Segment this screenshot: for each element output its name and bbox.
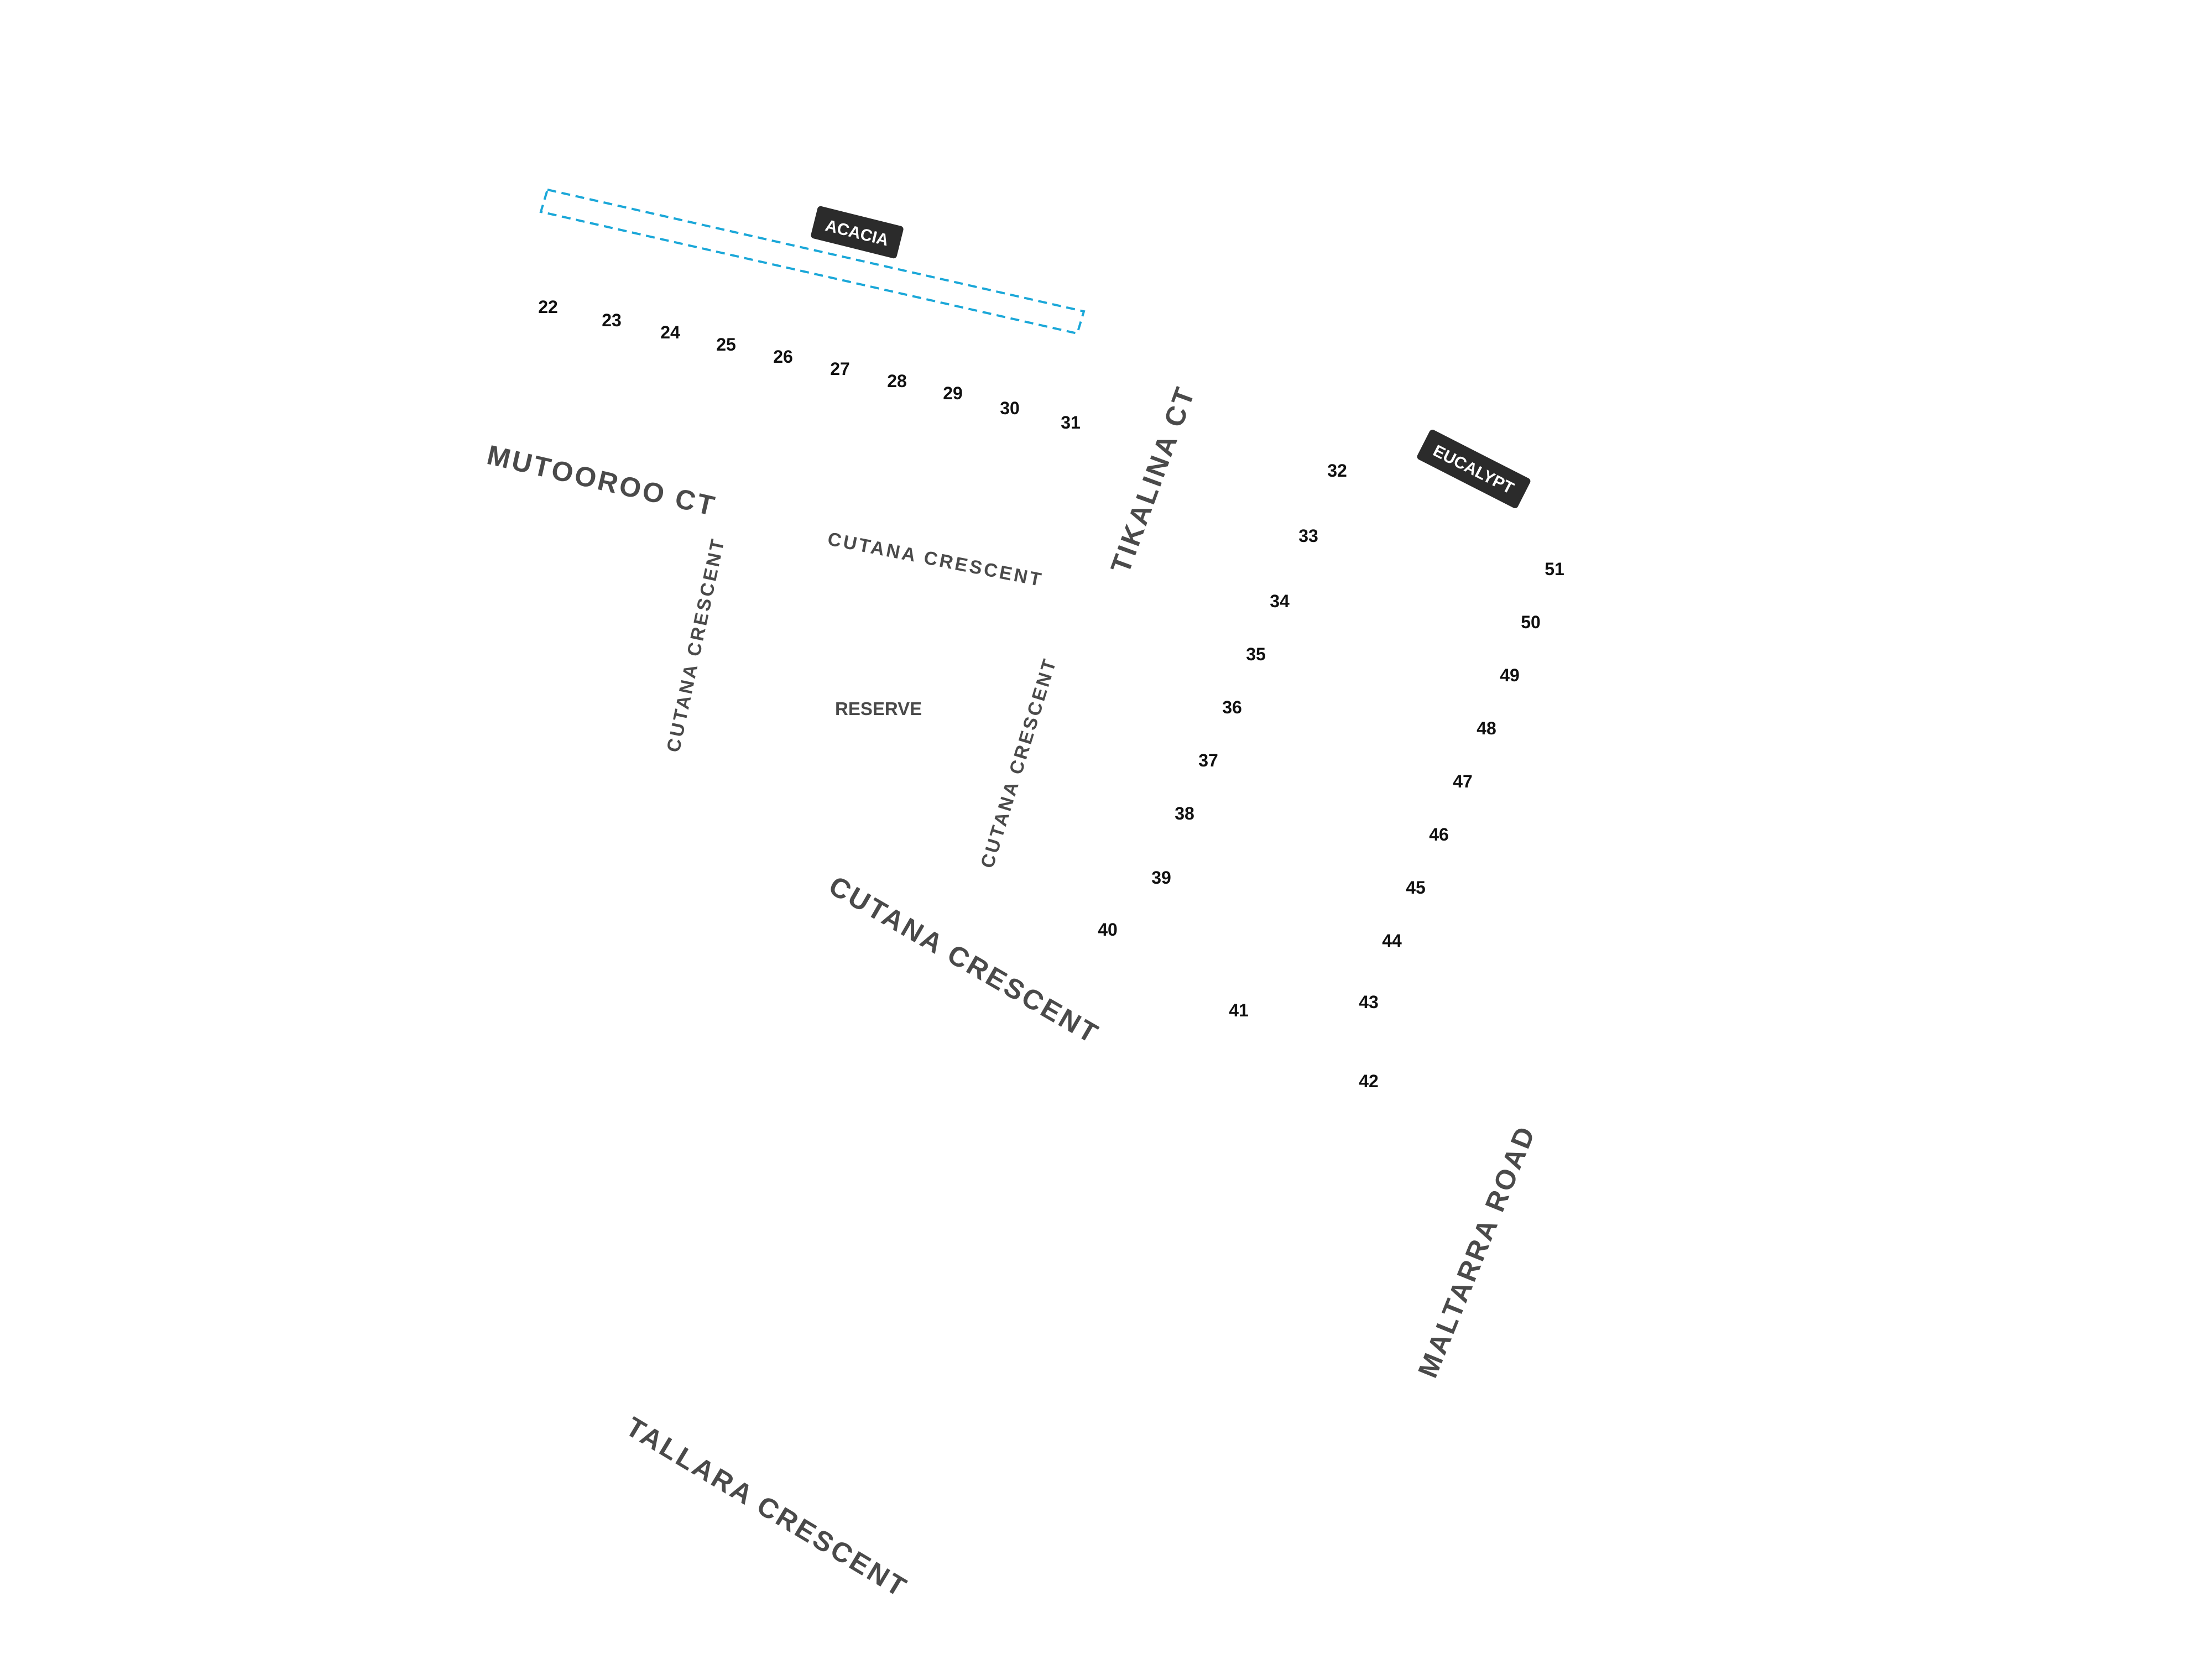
lot-number[interactable]: 47 xyxy=(1453,771,1473,791)
lot-number[interactable]: 45 xyxy=(1406,878,1426,898)
street-label-cutana-crescent-upper: CUTANA CRESCENT xyxy=(826,529,1045,591)
lot-number[interactable]: 28 xyxy=(887,371,907,391)
lot-number[interactable]: 26 xyxy=(773,347,793,367)
lot-number[interactable]: 39 xyxy=(1151,868,1171,888)
lot-number[interactable]: 48 xyxy=(1477,718,1496,738)
street-label-tikalina-ct: TIKALINA CT xyxy=(1105,382,1201,577)
acacia-stage-boundary xyxy=(539,188,1086,335)
street-label-maltarra-road: MALTARRA ROAD xyxy=(1412,1121,1541,1383)
lot-number[interactable]: 40 xyxy=(1098,920,1118,940)
lot-number[interactable]: 29 xyxy=(943,383,963,403)
lot-number[interactable]: 49 xyxy=(1500,665,1520,685)
lot-number[interactable]: 37 xyxy=(1198,750,1218,770)
lot-number[interactable]: 38 xyxy=(1175,804,1194,823)
lot-number[interactable]: 31 xyxy=(1061,413,1081,432)
lot-number[interactable]: 44 xyxy=(1382,931,1402,951)
lot-number[interactable]: 35 xyxy=(1246,644,1266,664)
lot-number[interactable]: 32 xyxy=(1327,461,1347,481)
lot-numbers: 22 23 24 25 26 27 28 29 30 31 32 33 34 35 36 37 38 39 40 41… xyxy=(538,297,1564,1091)
eucalypt-badge[interactable]: EUCALYPT xyxy=(1416,429,1531,509)
lot-number[interactable]: 42 xyxy=(1359,1071,1379,1091)
lot-number[interactable]: 43 xyxy=(1359,992,1379,1012)
street-label-cutana-crescent-main: CUTANA CRESCENT xyxy=(824,870,1105,1050)
lot-number[interactable]: 36 xyxy=(1222,697,1242,717)
lot-number[interactable]: 23 xyxy=(602,310,622,330)
lot-number[interactable]: 22 xyxy=(538,297,558,317)
lot-number[interactable]: 50 xyxy=(1521,612,1541,632)
lot-number[interactable]: 33 xyxy=(1298,526,1318,546)
reserve-label: RESERVE xyxy=(835,698,922,719)
street-label-cutana-crescent-inner: CUTANA CRESCENT xyxy=(977,655,1061,870)
lot-number[interactable]: 46 xyxy=(1429,825,1449,844)
street-label-cutana-crescent-left: CUTANA CRESCENT xyxy=(663,535,729,754)
lot-number[interactable]: 41 xyxy=(1229,1000,1249,1020)
lot-number[interactable]: 30 xyxy=(1000,398,1020,418)
street-label-tallara-crescent: TALLARA CRESCENT xyxy=(620,1411,913,1603)
lot-number[interactable]: 25 xyxy=(716,335,736,354)
lot-number[interactable]: 27 xyxy=(830,359,850,379)
lot-number[interactable]: 34 xyxy=(1270,591,1290,611)
street-label-mutooroo-ct: MUTOOROO CT xyxy=(484,439,719,522)
lot-number[interactable]: 24 xyxy=(660,322,680,342)
acacia-badge[interactable]: ACACIA xyxy=(810,206,904,259)
lot-number[interactable]: 51 xyxy=(1545,559,1564,579)
